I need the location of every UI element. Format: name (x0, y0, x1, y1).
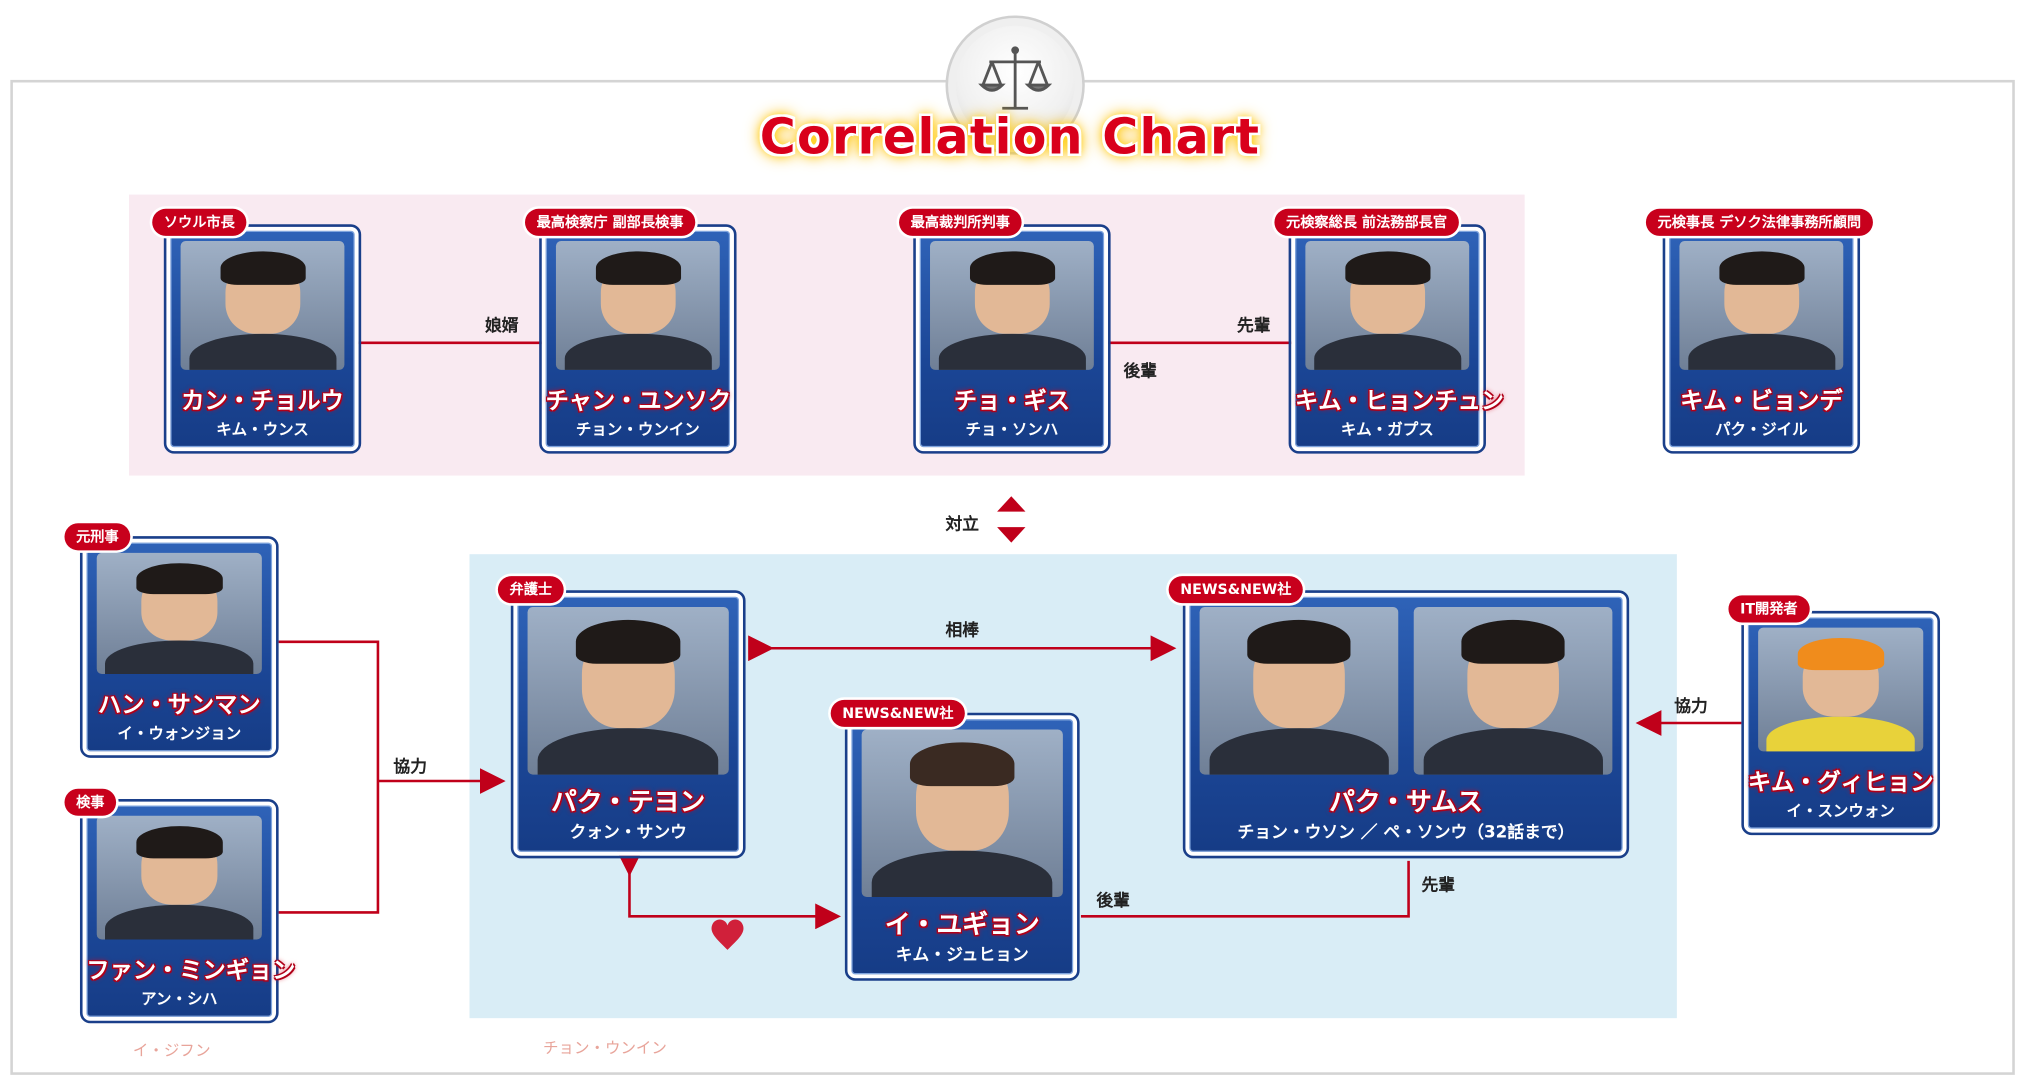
portrait-photo (1679, 241, 1843, 370)
portrait-photo (1305, 241, 1469, 370)
badge-lee: NEWS&NEW社 (831, 700, 965, 727)
portrait-photo (556, 241, 720, 370)
badge-hwang: 検事 (64, 789, 116, 816)
character-name: チョ・ギス (920, 383, 1104, 417)
character-card-hwang[interactable]: ファン・ミンギョン アン・シハ (83, 802, 276, 1021)
portrait-photo (930, 241, 1094, 370)
label-cooperation-right: 協力 (1674, 692, 1708, 716)
actor-name: チョン・ウンイン (546, 418, 730, 440)
character-name: ファン・ミンギョン (86, 952, 272, 986)
portrait-photo (181, 241, 345, 370)
label-partner: 相棒 (945, 616, 979, 640)
label-opposition: 対立 (945, 510, 979, 534)
caption-center: チョン・ウンイン (543, 1036, 667, 1058)
character-name: パク・テヨン (517, 781, 739, 818)
line-senior-junior-bottom (1081, 861, 1409, 916)
character-card-kimh[interactable]: キム・ヒョンチュン キム・ガプス (1291, 227, 1483, 451)
line-cooperation-left (279, 642, 378, 913)
character-name: キム・ヒョンチュン (1295, 383, 1479, 417)
actor-name: キム・ウンス (170, 418, 354, 440)
character-card-chan[interactable]: チャン・ユンソク チョン・ウンイン (542, 227, 734, 451)
actor-name: チョン・ウソン ／ ペ・ソンウ（32話まで） (1189, 818, 1622, 842)
badge-cho: 最高裁判所判事 (899, 209, 1022, 236)
badge-samsu: NEWS&NEW社 (1169, 576, 1303, 603)
actor-name: キム・ガプス (1295, 418, 1479, 440)
portrait-photo (1758, 628, 1923, 752)
badge-kimg: IT開発者 (1728, 595, 1809, 622)
label-cooperation-left: 協力 (393, 753, 427, 777)
actor-name: クォン・サンウ (517, 818, 739, 842)
character-card-cho[interactable]: チョ・ギス チョ・ソンハ (916, 227, 1108, 451)
actor-name: チョ・ソンハ (920, 418, 1104, 440)
caption-left: イ・ジフン (133, 1039, 211, 1061)
actor-name: イ・スンウォン (1748, 799, 1934, 821)
character-card-han[interactable]: ハン・サンマン イ・ウォンジョン (83, 539, 276, 756)
arrow-love (629, 871, 835, 916)
character-card-samsu[interactable]: パク・サムス チョン・ウソン ／ ペ・ソンウ（32話まで） (1185, 593, 1626, 856)
portrait-photo (97, 553, 262, 674)
badge-kimb: 元検事長 デソク法律事務所顧問 (1646, 209, 1873, 236)
character-name: ハン・サンマン (86, 687, 272, 721)
label-junior-bottom: 後輩 (1096, 887, 1130, 911)
portrait-photo (528, 607, 729, 775)
heart-icon (712, 920, 744, 950)
label-senior-top: 先輩 (1237, 312, 1271, 336)
label-son-in-law: 娘婿 (485, 312, 519, 336)
actor-name: パク・ジイル (1669, 418, 1853, 440)
character-name: チャン・ユンソク (546, 383, 730, 417)
opposition-up-arrow (997, 496, 1025, 511)
label-junior-top: 後輩 (1124, 357, 1158, 381)
actor-name: アン・シハ (86, 987, 272, 1009)
actor-name: イ・ウォンジョン (86, 722, 272, 744)
portrait-photo-left (1200, 607, 1399, 775)
character-name: カン・チョルウ (170, 383, 354, 417)
character-name: キム・ビョンデ (1669, 383, 1853, 417)
portrait-photo (97, 816, 262, 940)
opposition-down-arrow (997, 527, 1025, 542)
badge-park: 弁護士 (498, 576, 564, 603)
character-card-kimg[interactable]: キム・グィヒョン イ・スンウォン (1744, 613, 1937, 832)
label-senior-bottom: 先輩 (1421, 871, 1455, 895)
badge-han: 元刑事 (64, 523, 130, 550)
character-card-park[interactable]: パク・テヨン クォン・サンウ (513, 593, 743, 856)
actor-name: キム・ジュヒョン (851, 941, 1073, 965)
character-card-kang[interactable]: カン・チョルウ キム・ウンス (166, 227, 358, 451)
character-name: パク・サムス (1189, 781, 1622, 818)
portrait-photo (862, 729, 1063, 897)
badge-kimh: 元検察総長 前法務部長官 (1274, 209, 1458, 236)
badge-chan: 最高検察庁 副部長検事 (525, 209, 695, 236)
character-name: イ・ユギョン (851, 903, 1073, 940)
character-card-lee[interactable]: イ・ユギョン キム・ジュヒョン (847, 715, 1077, 978)
character-card-kimb[interactable]: キム・ビョンデ パク・ジイル (1665, 227, 1857, 451)
portrait-photo-right (1414, 607, 1613, 775)
badge-kang: ソウル市長 (152, 209, 246, 236)
character-name: キム・グィヒョン (1748, 764, 1934, 798)
